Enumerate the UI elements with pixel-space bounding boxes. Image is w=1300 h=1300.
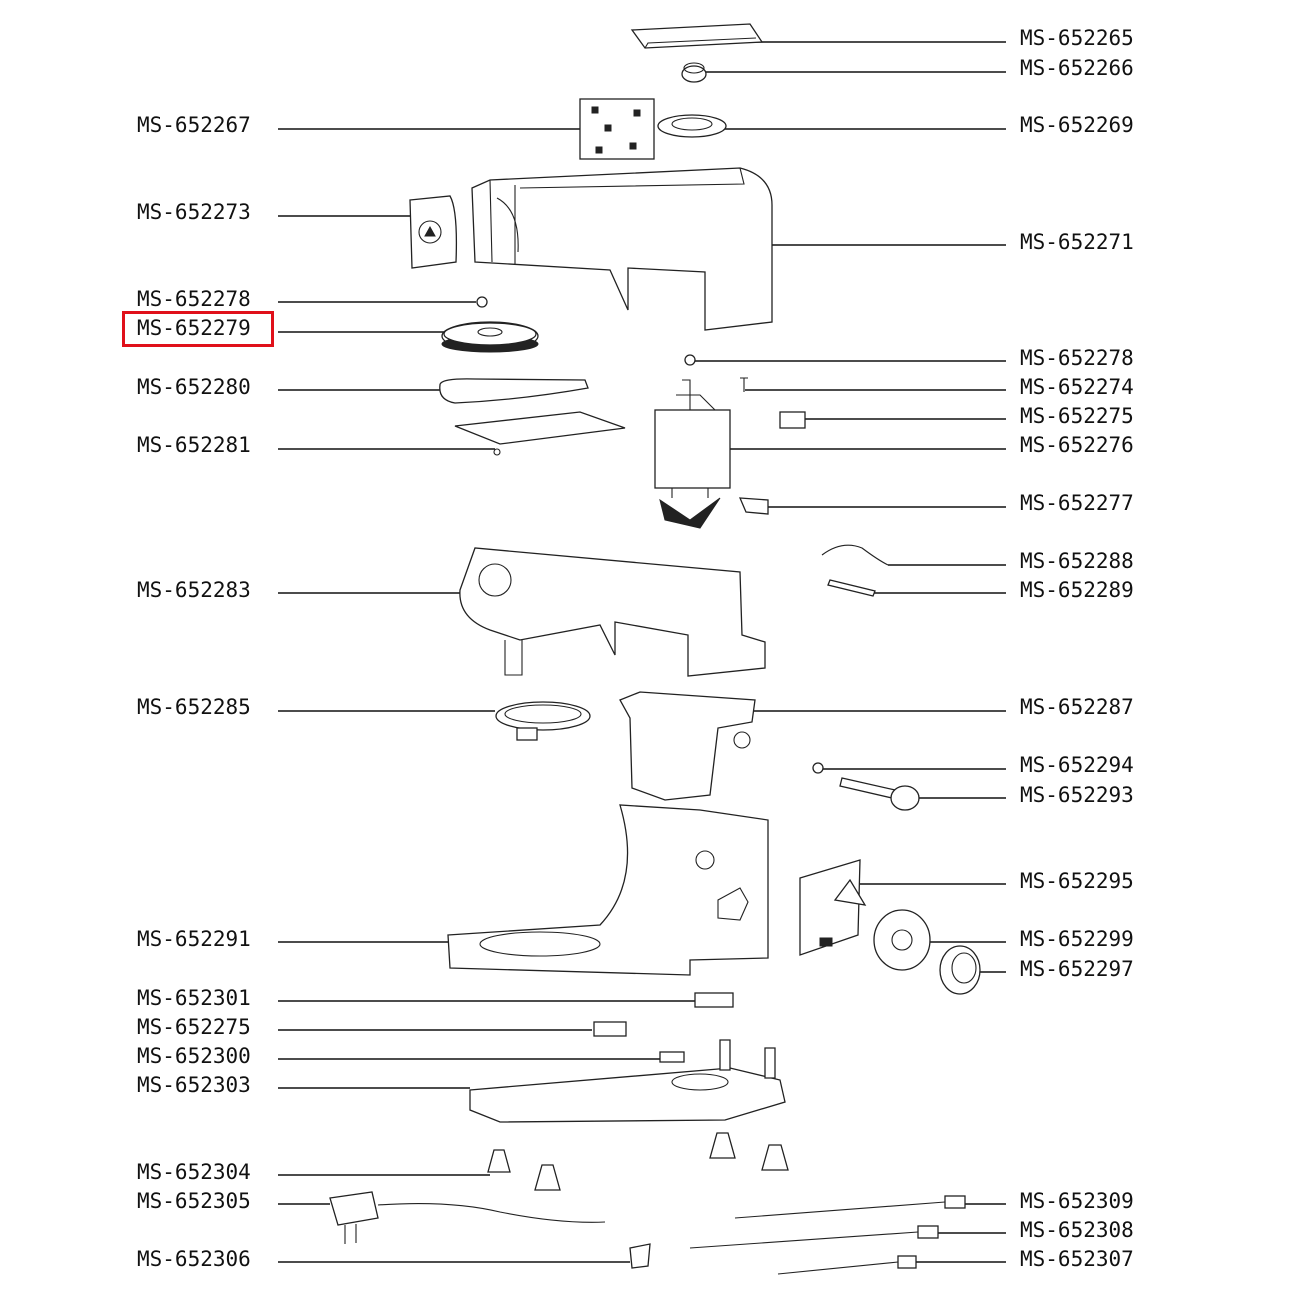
part-label: MS-652291	[137, 927, 251, 951]
part-label-highlighted: MS-652279	[137, 316, 251, 340]
front-cap-part	[409, 195, 458, 269]
part-label: MS-652280	[137, 375, 251, 399]
control-board-part	[799, 859, 867, 956]
part-label: MS-652309	[1020, 1189, 1134, 1213]
part-label: MS-652269	[1020, 113, 1134, 137]
drive-belt-part	[439, 378, 589, 404]
part-label: MS-652300	[137, 1044, 251, 1068]
part-label: MS-652308	[1020, 1218, 1134, 1242]
part-label: MS-652285	[137, 695, 251, 719]
part-label: MS-652275	[137, 1015, 251, 1039]
part-label: MS-652299	[1020, 927, 1134, 951]
wiring-part	[689, 1195, 966, 1275]
part-label: MS-652297	[1020, 957, 1134, 981]
part-label: MS-652294	[1020, 753, 1134, 777]
part-label: MS-652288	[1020, 549, 1134, 573]
upper-housing-part	[471, 167, 773, 331]
base-body-part	[447, 804, 769, 976]
part-label: MS-652277	[1020, 491, 1134, 515]
part-label: MS-652301	[137, 986, 251, 1010]
mounting-plate-part	[579, 98, 655, 160]
support-plate-part	[454, 411, 626, 456]
ring-clip-part	[476, 296, 696, 366]
lid-cover-part	[630, 23, 764, 49]
part-label: MS-652265	[1020, 26, 1134, 50]
part-label: MS-652271	[1020, 230, 1134, 254]
part-label: MS-652289	[1020, 578, 1134, 602]
leader-lines-right	[695, 41, 1006, 1263]
arm-part	[619, 691, 756, 801]
microswitch-part	[593, 411, 806, 1037]
part-label: MS-652278	[137, 287, 251, 311]
gear-housing-part	[459, 547, 766, 677]
highlight-box	[122, 311, 274, 347]
part-label: MS-652281	[137, 433, 251, 457]
part-label: MS-652278	[1020, 346, 1134, 370]
part-label: MS-652276	[1020, 433, 1134, 457]
cord-connector-part	[629, 1243, 651, 1269]
sensor-bracket-part	[738, 497, 769, 515]
small-knob-part	[681, 62, 707, 83]
leader-lines-left	[278, 128, 695, 1263]
gear-wheel-part	[441, 321, 539, 353]
seal-ring-part	[495, 701, 591, 741]
part-label: MS-652266	[1020, 56, 1134, 80]
part-label: MS-652287	[1020, 695, 1134, 719]
gear-ring-part	[657, 114, 727, 138]
bottom-tray-part	[469, 1039, 786, 1123]
latch-part	[659, 992, 734, 1063]
part-label: MS-652293	[1020, 783, 1134, 807]
part-label: MS-652306	[137, 1247, 251, 1271]
screw-part	[740, 377, 748, 392]
spring-part	[821, 544, 889, 597]
shaft-part	[812, 762, 920, 811]
part-label: MS-652283	[137, 578, 251, 602]
speed-knob-part	[873, 909, 981, 995]
motor-part	[654, 379, 731, 529]
part-label: MS-652274	[1020, 375, 1134, 399]
part-label: MS-652304	[137, 1160, 251, 1184]
part-label: MS-652307	[1020, 1247, 1134, 1271]
part-label: MS-652305	[137, 1189, 251, 1213]
part-label: MS-652267	[137, 113, 251, 137]
part-label: MS-652273	[137, 200, 251, 224]
suction-feet-part	[487, 1132, 789, 1191]
part-label: MS-652303	[137, 1073, 251, 1097]
power-cord-part	[329, 1191, 606, 1244]
part-label: MS-652295	[1020, 869, 1134, 893]
part-label: MS-652275	[1020, 404, 1134, 428]
